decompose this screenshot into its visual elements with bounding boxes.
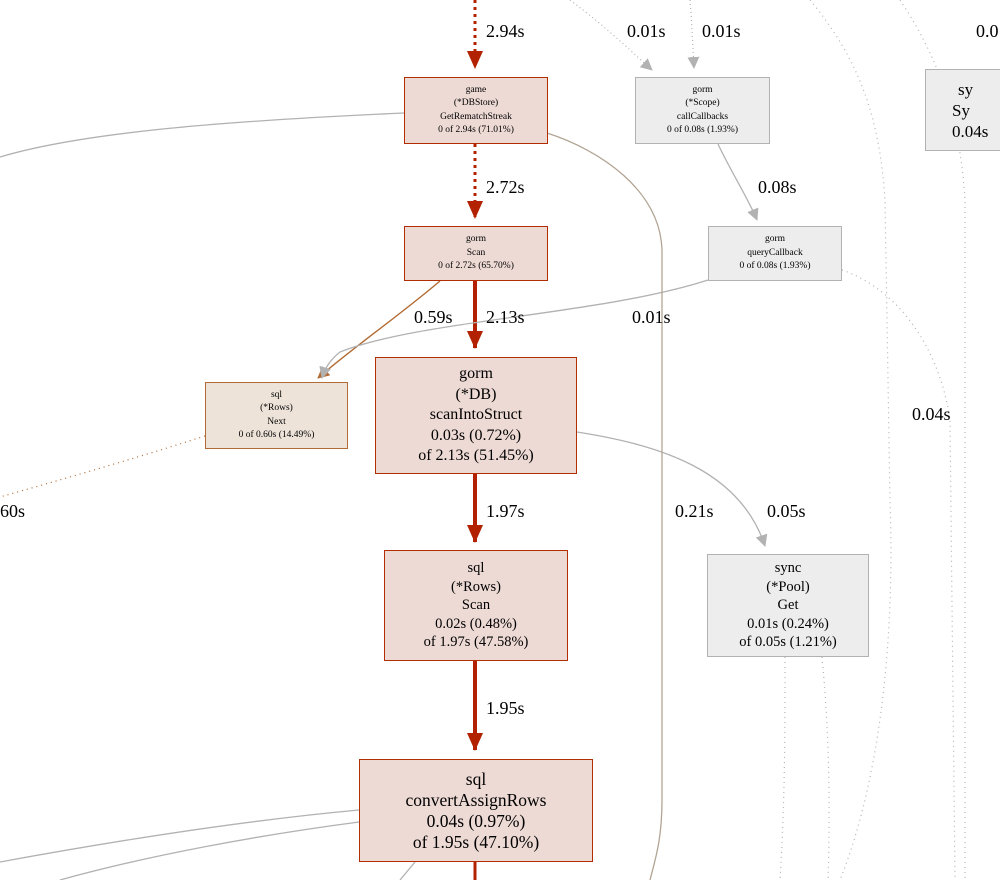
node-function: GetRematchStreak <box>440 111 512 122</box>
node-package: sql <box>270 389 283 400</box>
node-package: gorm <box>459 365 493 383</box>
node-gorm-scan[interactable]: gorm Scan 0 of 2.72s (65.70%) <box>404 226 548 281</box>
edge-label-rows-scan-to-convert: 1.95s <box>486 698 525 718</box>
edge-label-rematch-long: 0.21s <box>675 501 714 521</box>
node-package: sy <box>958 79 974 99</box>
node-query-callback[interactable]: gorm queryCallback 0 of 0.08s (1.93%) <box>708 226 842 281</box>
node-function: Sy <box>952 100 970 120</box>
edge-label-callbacks-in-b: 0.01s <box>702 21 741 41</box>
node-cum-time: 0 of 0.08s (1.93%) <box>667 125 738 135</box>
node-convert-assign-rows[interactable]: sql convertAssignRows 0.04s (0.97%) of 1… <box>359 759 593 862</box>
edge-label-scan-to-struct: 2.13s <box>486 307 525 327</box>
node-cum-time: of 1.95s (47.10%) <box>412 831 540 852</box>
node-cum-time: 0 of 2.94s (71.01%) <box>438 125 514 135</box>
node-rows-next[interactable]: sql (*Rows) Next 0 of 0.60s (14.49%) <box>205 382 348 449</box>
node-function: Scan <box>466 247 486 258</box>
node-cum-time: of 0.05s (1.21%) <box>739 634 837 651</box>
node-function: scanIntoStruct <box>429 406 523 424</box>
edge-label-left-dotted: 60s <box>0 501 26 521</box>
node-function: callCallbacks <box>676 111 729 122</box>
node-receiver: (*Scope) <box>685 98 720 108</box>
edge-convert-left-c <box>399 861 416 880</box>
edge-callbacks-in-b <box>687 0 700 69</box>
edge-callbacks-to-query <box>717 143 759 221</box>
node-package: game <box>465 84 487 95</box>
node-function: Scan <box>461 597 491 614</box>
edge-query-to-next <box>319 279 709 379</box>
node-receiver: (*DB) <box>455 385 497 403</box>
node-receiver: (*Rows) <box>451 578 501 595</box>
node-function: Next <box>267 416 286 427</box>
edge-right-dotted-a <box>809 0 892 880</box>
node-get-rematch-streak[interactable]: game (*DBStore) GetRematchStreak 0 of 2.… <box>404 77 548 144</box>
node-package: sql <box>467 560 485 577</box>
node-flat-time: 0.04s <box>952 121 989 141</box>
edge-label-query-to-next: 0.01s <box>632 307 671 327</box>
edge-label-callbacks-to-query: 0.08s <box>758 177 797 197</box>
node-call-callbacks[interactable]: gorm (*Scope) callCallbacks 0 of 0.08s (… <box>635 77 770 144</box>
edge-label-struct-to-pool: 0.05s <box>767 501 806 521</box>
node-function: queryCallback <box>747 247 803 258</box>
edge-struct-to-pool <box>576 431 768 547</box>
node-function: convertAssignRows <box>405 789 547 810</box>
node-receiver: (*Rows) <box>260 403 293 413</box>
node-cum-time: 0 of 0.08s (1.93%) <box>739 261 811 272</box>
edge-label-scan-to-next: 0.59s <box>414 307 453 327</box>
node-package: gorm <box>692 84 713 95</box>
node-receiver: (*DBStore) <box>453 98 499 108</box>
node-cum-time: of 1.97s (47.58%) <box>423 634 529 651</box>
edge-rematch-long <box>546 132 663 880</box>
node-receiver: (*Pool) <box>766 578 810 595</box>
node-cum-time: 0 of 0.60s (14.49%) <box>238 430 315 440</box>
node-flat-time: 0.04s (0.97%) <box>426 810 526 831</box>
edge-label-rematch-to-scan: 2.72s <box>486 177 525 197</box>
node-cum-time: of 2.13s (51.45%) <box>418 447 534 465</box>
node-pool-get[interactable]: sync (*Pool) Get 0.01s (0.24%) of 0.05s … <box>707 554 869 657</box>
edge-convert-left-a <box>0 809 360 863</box>
edge-convert-left-b <box>59 821 360 880</box>
node-package: sync <box>774 560 802 577</box>
node-package: gorm <box>465 234 487 245</box>
edge-next-left <box>0 435 206 498</box>
edge-callbacks-in-a <box>569 0 653 71</box>
node-sync-partial[interactable]: sy Sy 0.04s <box>925 69 1000 151</box>
node-flat-time: 0.03s (0.72%) <box>430 426 522 444</box>
node-package: sql <box>465 768 487 789</box>
edge-pool-down-b <box>821 656 830 880</box>
edge-label-top-in: 2.94s <box>486 21 525 41</box>
node-rows-scan[interactable]: sql (*Rows) Scan 0.02s (0.48%) of 1.97s … <box>384 550 568 661</box>
node-flat-time: 0.01s (0.24%) <box>747 615 829 632</box>
node-function: Get <box>777 597 799 614</box>
edge-label-callbacks-in-a: 0.01s <box>627 21 666 41</box>
edge-label-top-right: 0.0 <box>976 21 999 41</box>
node-cum-time: 0 of 2.72s (65.70%) <box>438 261 514 272</box>
node-flat-time: 0.02s (0.48%) <box>435 615 517 632</box>
edge-pool-down-a <box>779 656 786 880</box>
edge-query-right-dotted <box>841 269 956 880</box>
edge-label-right-dotted: 0.04s <box>912 404 951 424</box>
edge-label-struct-to-rows-scan: 1.97s <box>486 501 525 521</box>
edge-rematch-left <box>0 112 405 158</box>
node-package: gorm <box>764 234 786 245</box>
node-scan-into-struct[interactable]: gorm (*DB) scanIntoStruct 0.03s (0.72%) … <box>375 357 577 474</box>
